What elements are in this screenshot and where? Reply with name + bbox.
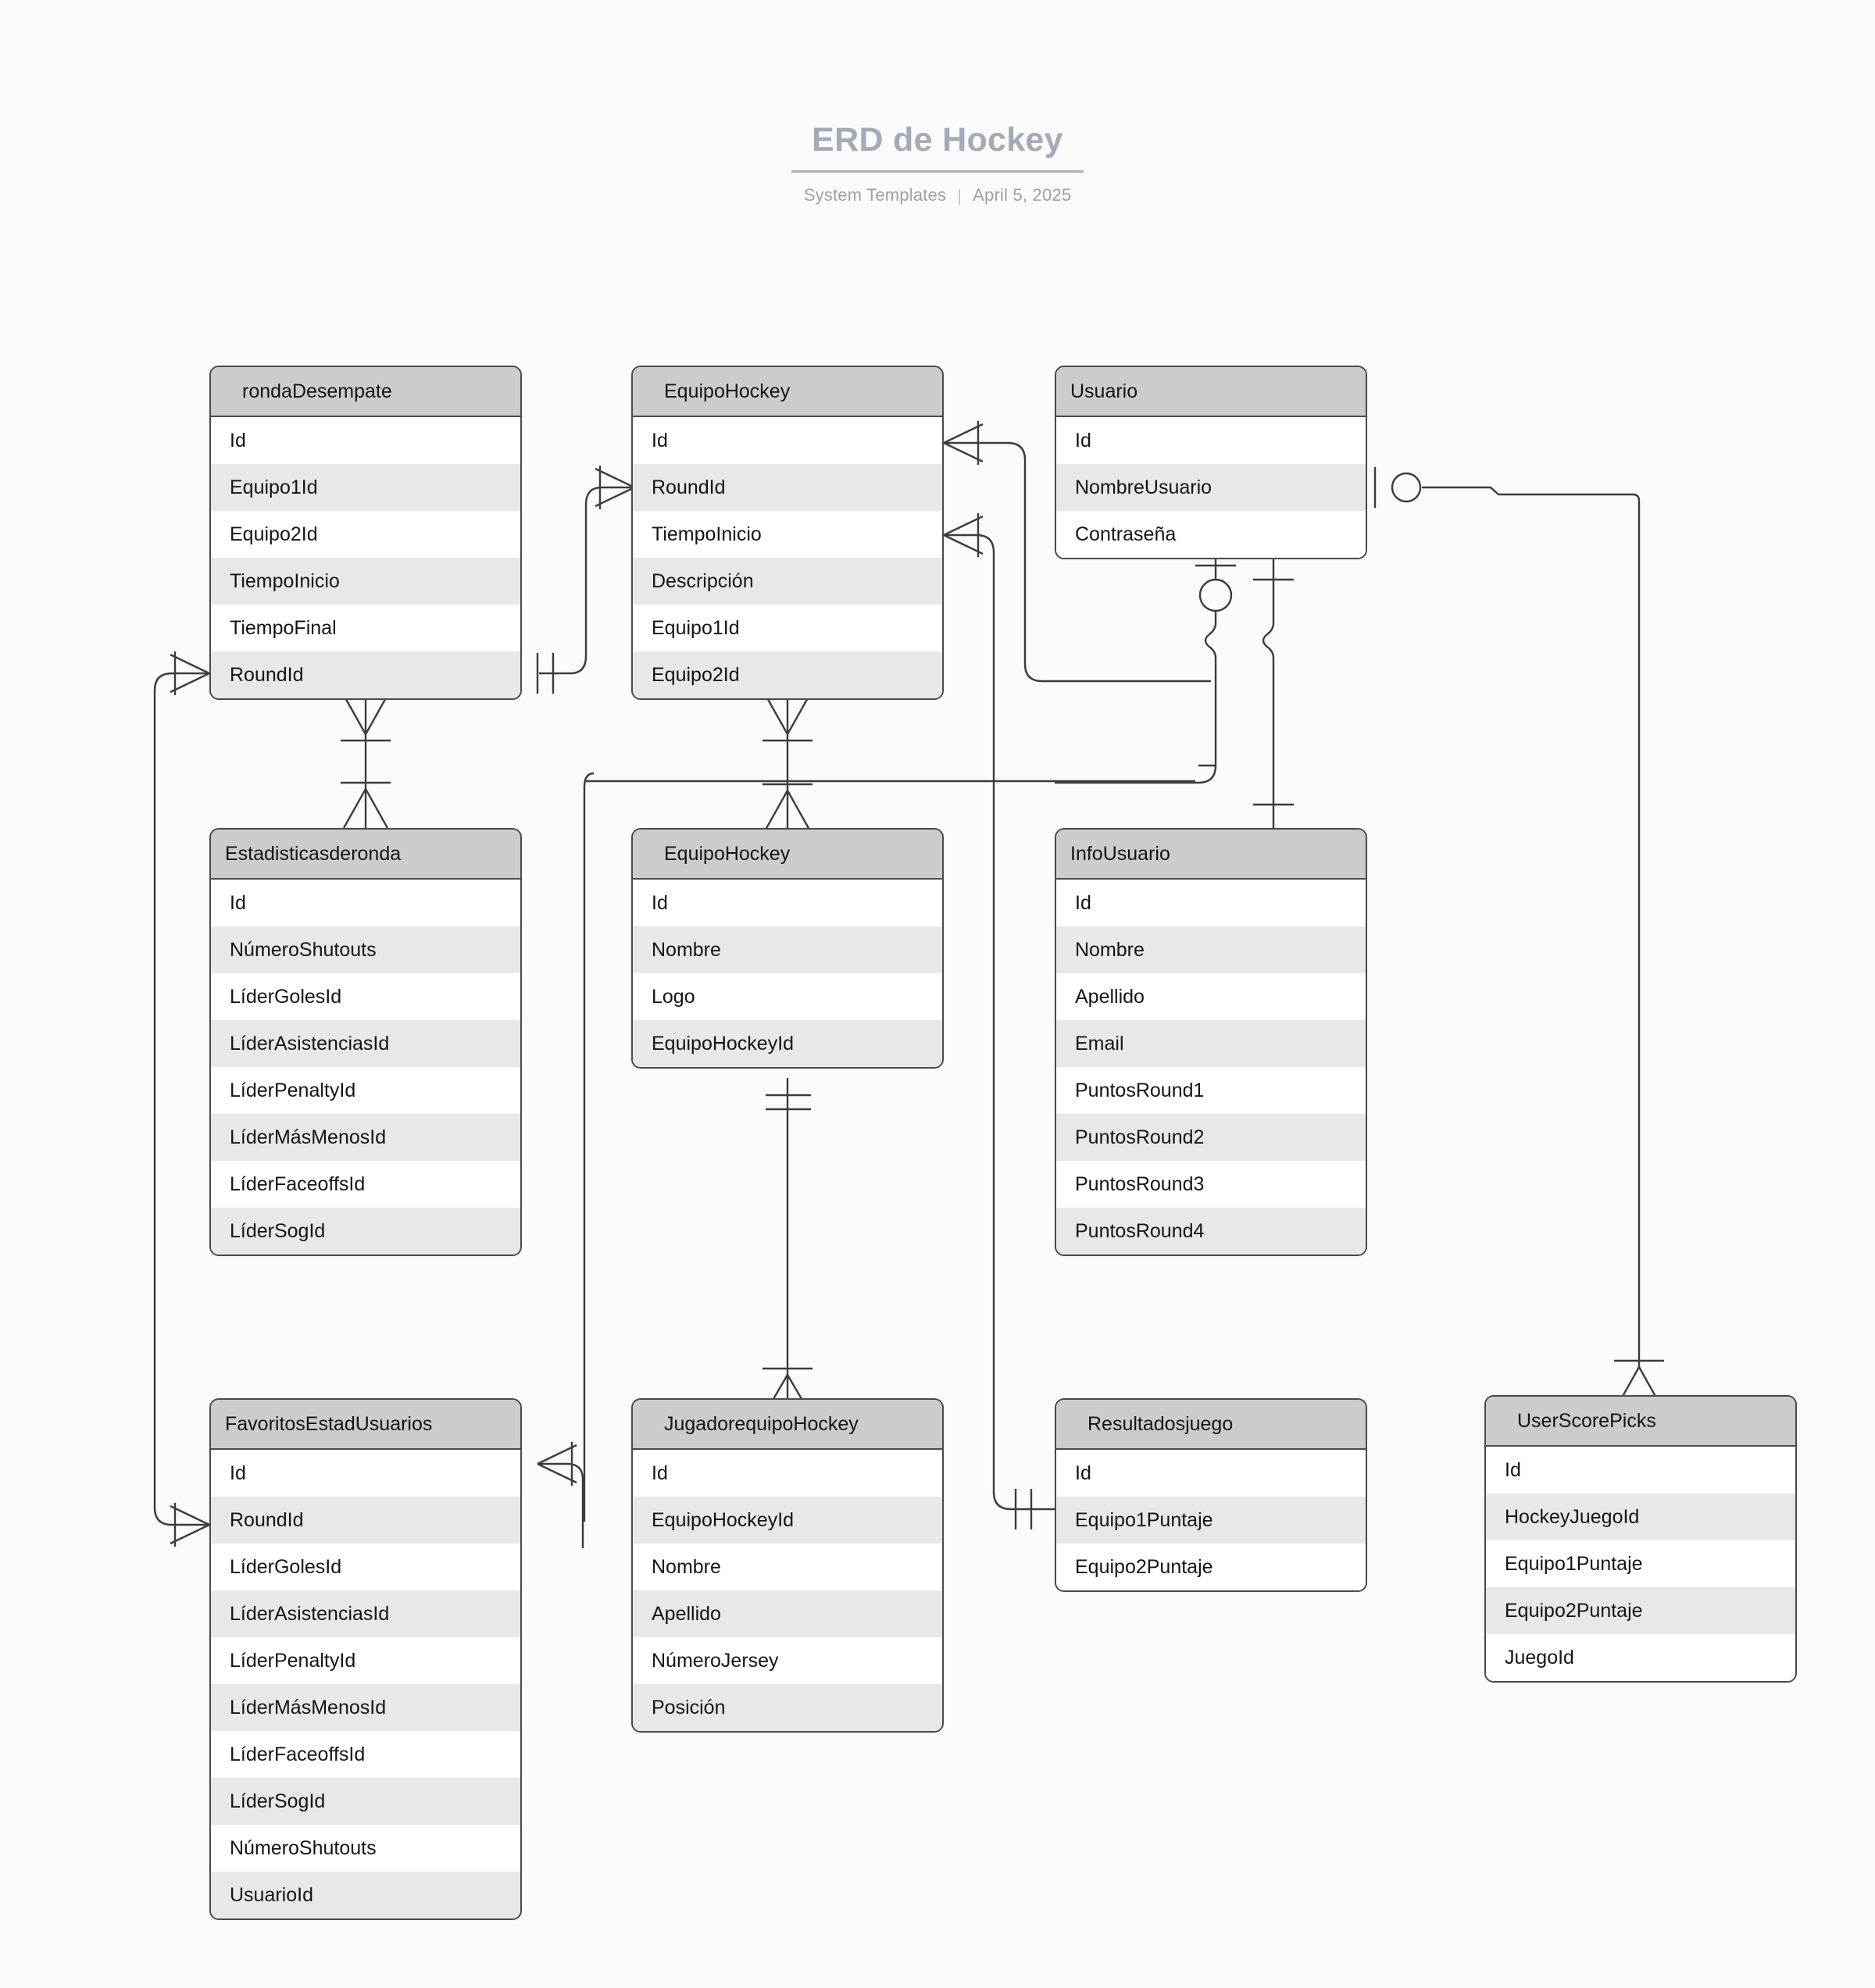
attribute-row[interactable]: LíderFaceoffsId xyxy=(211,1161,520,1208)
attribute-row[interactable]: RoundId xyxy=(211,1497,520,1544)
attribute-row[interactable]: Equipo1Puntaje xyxy=(1056,1497,1366,1544)
attribute-row[interactable]: Id xyxy=(633,417,942,464)
link-rondadesempate-estadisticas xyxy=(341,694,391,830)
page-title: ERD de Hockey xyxy=(791,121,1084,173)
entity-usuario[interactable]: Usuario Id NombreUsuario Contraseña xyxy=(1055,366,1367,559)
entity-equipohockey-top[interactable]: EquipoHockey Id RoundId TiempoInicio Des… xyxy=(631,366,944,700)
attribute-row[interactable]: Id xyxy=(1056,880,1366,926)
attribute-row[interactable]: Id xyxy=(1056,1450,1366,1497)
link-equipohockeytop-resultadosjuego xyxy=(943,513,1056,1529)
attribute-row[interactable]: LíderAsistenciasId xyxy=(211,1590,520,1637)
attribute-row[interactable]: RoundId xyxy=(211,651,520,698)
entity-userscorepicks[interactable]: UserScorePicks Id HockeyJuegoId Equipo1P… xyxy=(1484,1395,1797,1683)
entity-title: Usuario xyxy=(1056,367,1366,417)
attribute-row[interactable]: Equipo2Id xyxy=(211,511,520,558)
attribute-row[interactable]: Equipo2Puntaje xyxy=(1056,1544,1366,1590)
attribute-row[interactable]: LíderSogId xyxy=(211,1208,520,1255)
entity-title: Estadisticasderonda xyxy=(211,830,520,880)
attribute-row[interactable]: EquipoHockeyId xyxy=(633,1497,942,1544)
link-usuario-infousuario xyxy=(1055,547,1294,828)
entity-title: InfoUsuario xyxy=(1056,830,1366,880)
attribute-row[interactable]: TiempoFinal xyxy=(211,605,520,651)
attribute-row[interactable]: LíderMásMenosId xyxy=(211,1114,520,1161)
attribute-row[interactable]: Posición xyxy=(633,1684,942,1731)
attribute-row[interactable]: Logo xyxy=(633,973,942,1020)
link-equipohockeymid-jugador xyxy=(762,1078,812,1414)
document-date: April 5, 2025 xyxy=(973,185,1072,205)
attribute-row[interactable]: LíderPenaltyId xyxy=(211,1067,520,1114)
entity-title: FavoritosEstadUsuarios xyxy=(211,1400,520,1450)
attribute-row[interactable]: Equipo1Id xyxy=(633,605,942,651)
entity-jugadorequipohockey[interactable]: JugadorequipoHockey Id EquipoHockeyId No… xyxy=(631,1398,944,1733)
attribute-row[interactable]: Id xyxy=(633,880,942,926)
link-favoritos-jugador xyxy=(537,1442,584,1548)
entity-rondadesempate[interactable]: rondaDesempate Id Equipo1Id Equipo2Id Ti… xyxy=(209,366,522,700)
attribute-row[interactable]: HockeyJuegoId xyxy=(1486,1494,1795,1540)
entity-resultadosjuego[interactable]: Resultadosjuego Id Equipo1Puntaje Equipo… xyxy=(1055,1398,1367,1592)
entity-equipohockey-mid[interactable]: EquipoHockey Id Nombre Logo EquipoHockey… xyxy=(631,828,944,1069)
subtitle-separator: | xyxy=(957,186,962,206)
attribute-row[interactable]: NúmeroShutouts xyxy=(211,926,520,973)
attribute-row[interactable]: LíderSogId xyxy=(211,1778,520,1825)
attribute-row[interactable]: LíderPenaltyId xyxy=(211,1637,520,1684)
attribute-row[interactable]: PuntosRound2 xyxy=(1056,1114,1366,1161)
attribute-row[interactable]: Nombre xyxy=(633,1544,942,1590)
attribute-row[interactable]: LíderMásMenosId xyxy=(211,1684,520,1731)
entity-title: JugadorequipoHockey xyxy=(633,1400,942,1450)
attribute-row[interactable]: NúmeroJersey xyxy=(633,1637,942,1684)
attribute-row[interactable]: PuntosRound4 xyxy=(1056,1208,1366,1255)
template-source-label: System Templates xyxy=(803,185,947,205)
attribute-row[interactable]: Nombre xyxy=(1056,926,1366,973)
attribute-row[interactable]: Id xyxy=(211,417,520,464)
link-equipohockey-rondadesempate xyxy=(536,466,635,694)
attribute-row[interactable]: Equipo1Id xyxy=(211,464,520,511)
entity-favoritosestadusuarios[interactable]: FavoritosEstadUsuarios Id RoundId LíderG… xyxy=(209,1398,522,1920)
attribute-row[interactable]: Id xyxy=(211,1450,520,1497)
attribute-row[interactable]: Equipo1Puntaje xyxy=(1486,1540,1795,1587)
attribute-row[interactable]: LíderGolesId xyxy=(211,1544,520,1590)
attribute-row[interactable]: LíderGolesId xyxy=(211,973,520,1020)
attribute-row[interactable]: Contraseña xyxy=(1056,511,1366,558)
entity-title: EquipoHockey xyxy=(633,830,942,880)
entity-infousuario[interactable]: InfoUsuario Id Nombre Apellido Email Pun… xyxy=(1055,828,1367,1256)
attribute-row[interactable]: Email xyxy=(1056,1020,1366,1067)
attribute-row[interactable]: RoundId xyxy=(633,464,942,511)
attribute-row[interactable]: NúmeroShutouts xyxy=(211,1825,520,1872)
entity-estadisticasderonda[interactable]: Estadisticasderonda Id NúmeroShutouts Lí… xyxy=(209,828,522,1256)
entity-title: rondaDesempate xyxy=(211,367,520,417)
attribute-row[interactable]: Equipo2Id xyxy=(633,651,942,698)
attribute-row[interactable]: PuntosRound1 xyxy=(1056,1067,1366,1114)
attribute-row[interactable]: Descripción xyxy=(633,558,942,605)
document-header: ERD de Hockey System Templates | April 5, … xyxy=(0,121,1875,205)
document-subtitle: System Templates | April 5, 2025 xyxy=(0,185,1875,205)
link-usuario-userscorepicks xyxy=(1373,467,1664,1407)
entity-title: EquipoHockey xyxy=(633,367,942,417)
attribute-row[interactable]: LíderAsistenciasId xyxy=(211,1020,520,1067)
attribute-row[interactable]: Equipo2Puntaje xyxy=(1486,1587,1795,1634)
attribute-row[interactable]: Nombre xyxy=(633,926,942,973)
attribute-row[interactable]: Id xyxy=(1056,417,1366,464)
entity-title: Resultadosjuego xyxy=(1056,1400,1366,1450)
attribute-row[interactable]: Id xyxy=(633,1450,942,1497)
attribute-row[interactable]: UsuarioId xyxy=(211,1872,520,1918)
attribute-row[interactable]: Id xyxy=(211,880,520,926)
attribute-row[interactable]: Apellido xyxy=(1056,973,1366,1020)
attribute-row[interactable]: EquipoHockeyId xyxy=(633,1020,942,1067)
link-equipohockeytop-equipohockeymid xyxy=(762,694,812,831)
attribute-row[interactable]: Id xyxy=(1486,1447,1795,1494)
attribute-row[interactable]: TiempoInicio xyxy=(211,558,520,605)
attribute-row[interactable]: TiempoInicio xyxy=(633,511,942,558)
attribute-row[interactable]: NombreUsuario xyxy=(1056,464,1366,511)
entity-title: UserScorePicks xyxy=(1486,1397,1795,1447)
link-rondadesempate-favoritos xyxy=(153,651,210,1547)
attribute-row[interactable]: Apellido xyxy=(633,1590,942,1637)
attribute-row[interactable]: LíderFaceoffsId xyxy=(211,1731,520,1778)
attribute-row[interactable]: JuegoId xyxy=(1486,1634,1795,1681)
attribute-row[interactable]: PuntosRound3 xyxy=(1056,1161,1366,1208)
